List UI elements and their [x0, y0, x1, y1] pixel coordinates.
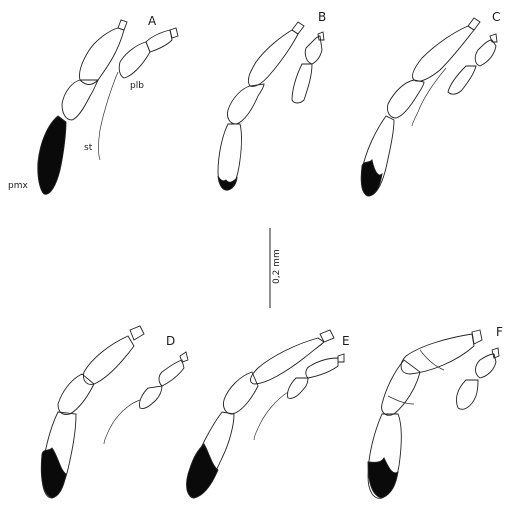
panel-c-labial-segment-2: [447, 65, 477, 95]
panel-a-stipes-line: [98, 71, 119, 161]
panel-d-segment-2: [57, 373, 95, 415]
panel-e-apical-joint: [319, 329, 335, 343]
panel-e-letter: E: [342, 334, 350, 348]
panel-d-labial-segment-1: [158, 359, 185, 387]
panel-d-letter: D: [166, 334, 175, 348]
panel-b-apical-joint: [291, 21, 305, 35]
panel-b-dark-tip: [217, 175, 238, 191]
panel-c-apical-joint: [467, 17, 481, 31]
panel-a-segment-1: [79, 27, 125, 85]
panel-f-labial-segment-2: [455, 379, 479, 410]
panel-f: F: [367, 325, 503, 499]
panel-a-segment-3-filled: [37, 115, 67, 195]
panel-d-apical-joint: [129, 325, 145, 341]
panel-f-segment-1: [400, 333, 475, 375]
panel-c-stipes-line: [411, 67, 447, 127]
panel-c-labial-segment-1: [474, 39, 497, 67]
scale-bar: 0,2 mm: [269, 228, 282, 308]
panel-e-labial-segment-2: [287, 377, 309, 399]
panel-f-letter: F: [496, 325, 503, 339]
panel-d-segment-1: [83, 335, 135, 385]
panel-d: D: [40, 325, 189, 499]
panel-d-stipes-line: [103, 399, 141, 445]
panel-c: C: [360, 10, 500, 197]
scale-bar-label: 0,2 mm: [272, 249, 282, 284]
panel-f-dark-tip: [367, 457, 399, 499]
panel-f-segment-1-suture: [419, 349, 445, 371]
panel-b: B: [217, 10, 326, 191]
panel-f-labial-tip: [491, 347, 500, 359]
panel-f-segment-2: [381, 359, 421, 416]
panel-f-segment-2-suture: [387, 395, 415, 405]
panel-c-labial-tip: [489, 33, 498, 43]
pmx-label: pmx: [8, 181, 28, 191]
panel-b-labial-segment-1: [304, 35, 323, 65]
panel-b-letter: B: [318, 10, 326, 24]
panel-c-dark-tip: [360, 159, 383, 197]
panel-c-segment-2: [387, 79, 425, 119]
panel-a-labial-segment-1: [145, 29, 173, 53]
panel-c-letter: C: [492, 10, 500, 24]
panel-a: A plb st pmx: [8, 14, 179, 195]
st-label: st: [84, 143, 93, 153]
panel-e-labial-segment-1: [305, 357, 339, 379]
panel-a-letter: A: [148, 14, 157, 28]
plb-label: plb: [130, 81, 144, 91]
panel-e-segment-1: [250, 337, 325, 385]
panel-f-labial-segment-1: [475, 353, 497, 379]
panel-e-dark-tip: [186, 443, 219, 499]
panel-e-labial-tip: [337, 353, 345, 363]
panel-d-dark-tip: [40, 447, 67, 499]
panel-b-segment-1: [247, 29, 299, 87]
panel-b-segment-2: [227, 83, 265, 125]
panel-b-labial-tip: [317, 31, 325, 41]
panel-e-stipes-line: [253, 391, 289, 441]
panel-d-labial-segment-2: [139, 385, 163, 409]
panel-e: E: [186, 329, 350, 499]
panel-a-labial-segment-2: [118, 41, 151, 79]
panel-e-segment-2: [223, 371, 259, 415]
panel-a-segment-2: [61, 79, 99, 121]
panel-b-labial-segment-2: [291, 63, 313, 104]
panel-c-segment-1: [411, 25, 475, 82]
